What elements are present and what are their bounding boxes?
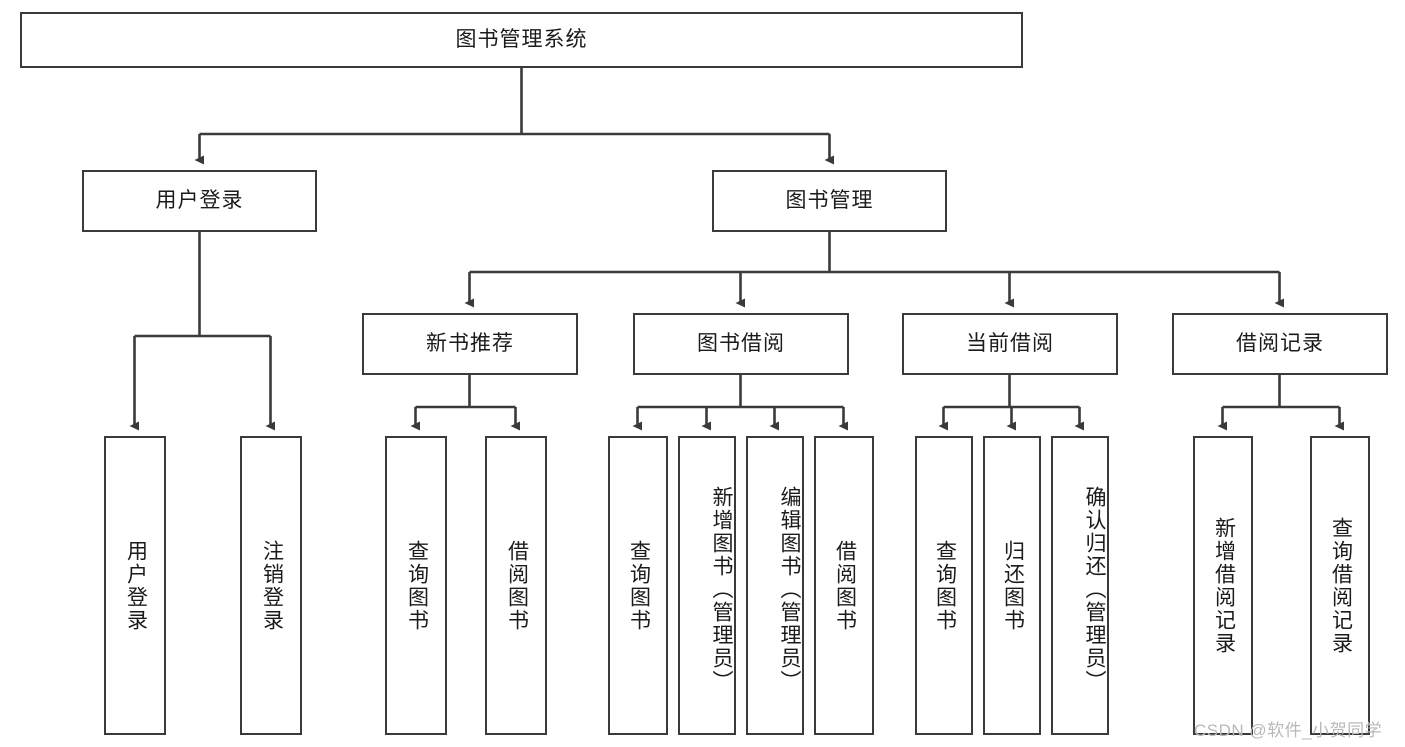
leaf-borrow-books[interactable]: 借阅图书 [814,436,874,735]
leaf-edit-book-admin[interactable]: 编辑图书（管理员） [746,436,804,735]
leaf-query-books-borrow[interactable]: 查询图书 [608,436,668,735]
node-current-borrowing[interactable]: 当前借阅 [902,313,1118,375]
leaf-add-book-admin[interactable]: 新增图书（管理员） [678,436,736,735]
leaf-borrow-books-new[interactable]: 借阅图书 [485,436,547,735]
node-new-book-recommendation[interactable]: 新书推荐 [362,313,578,375]
leaf-user-login[interactable]: 用户登录 [104,436,166,735]
node-user-login[interactable]: 用户登录 [82,170,317,232]
leaf-return-books[interactable]: 归还图书 [983,436,1041,735]
node-borrowing-records[interactable]: 借阅记录 [1172,313,1388,375]
leaf-add-borrow-record[interactable]: 新增借阅记录 [1193,436,1253,735]
leaf-logout[interactable]: 注销登录 [240,436,302,735]
leaf-query-books-current[interactable]: 查询图书 [915,436,973,735]
csdn-watermark: CSDN @软件_小贺同学 [1194,721,1383,740]
node-book-borrowing[interactable]: 图书借阅 [633,313,849,375]
leaf-confirm-return-admin[interactable]: 确认归还（管理员） [1051,436,1109,735]
leaf-query-borrow-record[interactable]: 查询借阅记录 [1310,436,1370,735]
leaf-query-books-new[interactable]: 查询图书 [385,436,447,735]
node-root-book-management-system[interactable]: 图书管理系统 [20,12,1023,68]
node-book-management[interactable]: 图书管理 [712,170,947,232]
